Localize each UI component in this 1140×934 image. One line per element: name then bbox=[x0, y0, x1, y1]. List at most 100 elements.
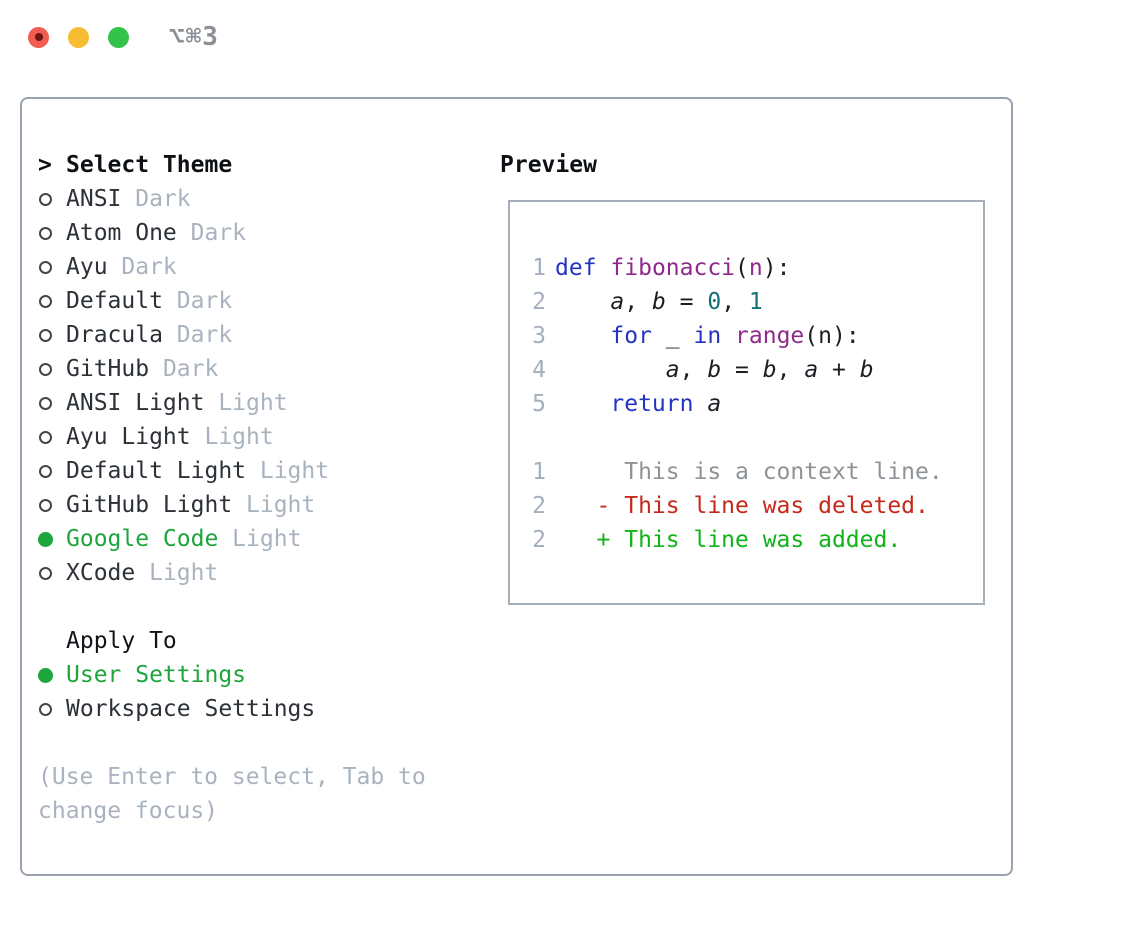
line-number: 2 bbox=[532, 289, 546, 315]
minimize-button[interactable] bbox=[68, 26, 89, 48]
code-token-var: a bbox=[804, 357, 819, 383]
radio-cell bbox=[38, 328, 66, 342]
titlebar: ⌥⌘3 bbox=[0, 0, 1140, 74]
theme-name: Dracula bbox=[66, 322, 163, 348]
code-token-pl: , bbox=[679, 357, 708, 383]
theme-option-dracula[interactable]: Dracula Dark bbox=[38, 318, 426, 352]
theme-name: Ayu Light bbox=[66, 424, 191, 450]
theme-name: XCode bbox=[66, 560, 136, 586]
code-token-num: 0 bbox=[707, 289, 722, 315]
code-token-pl bbox=[555, 289, 610, 315]
radio-cell bbox=[38, 260, 66, 274]
line-number: 2 bbox=[532, 527, 546, 553]
theme-option-github-light[interactable]: GitHub Light Light bbox=[38, 488, 426, 522]
theme-option-ayu-light[interactable]: Ayu Light Light bbox=[38, 420, 426, 454]
line-number: 5 bbox=[532, 391, 546, 417]
theme-variant: Dark bbox=[107, 254, 177, 280]
code-line: 3 for _ in range(n): bbox=[532, 319, 943, 353]
spacer bbox=[38, 590, 426, 624]
radio-icon bbox=[39, 566, 52, 580]
theme-option-default-light[interactable]: Default Light Light bbox=[38, 454, 426, 488]
code-token-kw: in bbox=[693, 323, 722, 349]
radio-cell bbox=[38, 531, 66, 547]
radio-cell bbox=[38, 226, 66, 240]
select-theme-title: Select Theme bbox=[66, 152, 233, 178]
theme-option-github[interactable]: GitHub Dark bbox=[38, 352, 426, 386]
theme-name: Atom One bbox=[66, 220, 177, 246]
theme-name: ANSI Light bbox=[66, 390, 205, 416]
apply-option-workspace-settings[interactable]: Workspace Settings bbox=[38, 692, 426, 726]
radio-icon bbox=[39, 396, 52, 410]
theme-option-ansi[interactable]: ANSI Dark bbox=[38, 182, 426, 216]
radio-cell bbox=[38, 464, 66, 478]
window-title: ⌥⌘3 bbox=[169, 22, 219, 52]
code-token-pl bbox=[693, 391, 707, 417]
theme-name: Ayu bbox=[66, 254, 108, 280]
code-token-pl: , bbox=[721, 289, 749, 315]
radio-cell bbox=[38, 667, 66, 683]
code-token-pl bbox=[721, 323, 735, 349]
line-number: 2 bbox=[532, 493, 546, 519]
radio-icon bbox=[39, 294, 52, 308]
apply-to-title: Apply To bbox=[66, 628, 177, 654]
radio-icon bbox=[39, 328, 52, 342]
theme-name: GitHub bbox=[66, 356, 150, 382]
apply-option-user-settings[interactable]: User Settings bbox=[38, 658, 426, 692]
help-text-line: change focus) bbox=[38, 798, 219, 824]
code-token-pl: , bbox=[776, 357, 805, 383]
theme-option-atom-one[interactable]: Atom One Dark bbox=[38, 216, 426, 250]
radio-cell bbox=[38, 498, 66, 512]
theme-option-google-code[interactable]: Google Code Light bbox=[38, 522, 426, 556]
code-token-del: - This line was deleted. bbox=[555, 493, 929, 519]
code-token-var: b bbox=[707, 357, 722, 383]
code-line: 4 a, b = b, a + b bbox=[532, 353, 943, 387]
radio-icon bbox=[39, 464, 52, 478]
theme-option-xcode[interactable]: XCode Light bbox=[38, 556, 426, 590]
line-number: 3 bbox=[532, 323, 546, 349]
preview-title: Preview bbox=[500, 152, 597, 178]
code-token-ctx: This is a context line. bbox=[555, 459, 943, 485]
line-number: 1 bbox=[532, 459, 546, 485]
code-line: 1 This is a context line. bbox=[532, 455, 943, 489]
code-token-pl bbox=[555, 391, 610, 417]
select-theme-header: > Select Theme bbox=[38, 148, 426, 182]
code-token-pl bbox=[555, 357, 666, 383]
code-token-fn: range bbox=[735, 323, 805, 349]
radio-icon bbox=[39, 192, 52, 206]
radio-cell bbox=[38, 362, 66, 376]
radio-icon bbox=[39, 362, 52, 376]
theme-variant: Light bbox=[246, 458, 330, 484]
code-line: 2 + This line was added. bbox=[532, 523, 943, 557]
radio-cell bbox=[38, 430, 66, 444]
code-token-pl bbox=[597, 255, 611, 281]
close-button[interactable] bbox=[28, 26, 49, 48]
code-token-kw: for bbox=[610, 323, 652, 349]
theme-option-ayu[interactable]: Ayu Dark bbox=[38, 250, 426, 284]
theme-variant: Light bbox=[190, 424, 274, 450]
code-token-fn: fibonacci bbox=[610, 255, 736, 281]
theme-name: Default bbox=[66, 288, 163, 314]
radio-cell bbox=[38, 192, 66, 206]
theme-option-ansi-light[interactable]: ANSI Light Light bbox=[38, 386, 426, 420]
code-line: 5 return a bbox=[532, 387, 943, 421]
theme-name: GitHub Light bbox=[66, 492, 233, 518]
code-token-pl: _ bbox=[651, 323, 694, 349]
code-token-kw: def bbox=[555, 255, 597, 281]
theme-name: Google Code bbox=[66, 526, 219, 552]
code-token-var: a bbox=[610, 289, 625, 315]
code-token-var: b bbox=[651, 289, 666, 315]
code-token-pl: , bbox=[624, 289, 652, 315]
code-token-var: b bbox=[859, 357, 874, 383]
radio-selected-icon bbox=[38, 667, 53, 683]
code-token-add: + This line was added. bbox=[555, 527, 902, 553]
theme-variant: Dark bbox=[121, 186, 191, 212]
radio-cell bbox=[38, 396, 66, 410]
theme-option-default[interactable]: Default Dark bbox=[38, 284, 426, 318]
code-token-pl: = bbox=[665, 289, 708, 315]
code-token-pl: + bbox=[818, 357, 860, 383]
zoom-button[interactable] bbox=[108, 26, 129, 48]
